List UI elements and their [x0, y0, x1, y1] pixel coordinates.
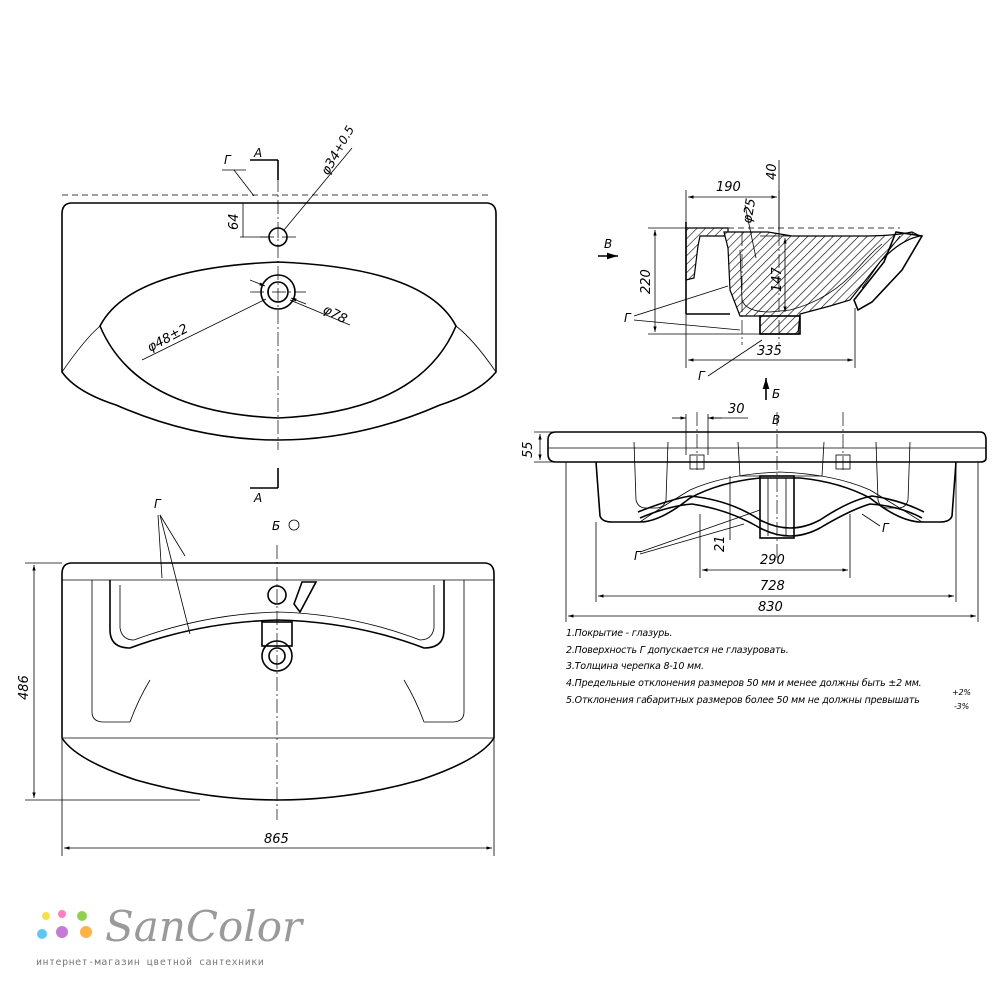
dim-d25: φ25: [740, 197, 759, 224]
view-v-label: В: [604, 237, 612, 251]
label-g-front-left: Г: [634, 549, 642, 563]
dim-21: 21: [713, 535, 728, 552]
dim-40: 40: [765, 163, 780, 180]
dim-830: 830: [758, 600, 783, 615]
dim-290: 290: [760, 553, 785, 568]
dim-147: 147: [770, 266, 785, 292]
note-4: 4.Предельные отклонения размеров 50 мм и…: [566, 678, 922, 689]
brand-tagline: интернет-магазин цветной сантехники: [36, 957, 265, 968]
view-v-front: В: [772, 413, 780, 427]
dim-55: 55: [521, 441, 536, 458]
dim-190: 190: [716, 180, 741, 195]
dim-d78: φ78: [320, 302, 349, 327]
dim-d34-tol: +0.5: [330, 123, 357, 155]
brand-logo-icon: [37, 910, 92, 939]
section-a-bottom: А: [253, 491, 262, 505]
front-view: 30 В 55 21 Г Г 290 728 830: [521, 402, 987, 622]
brand-name: SanColor: [105, 902, 303, 951]
dim-220: 220: [639, 269, 654, 294]
dim-d48: φ48±2: [145, 321, 191, 355]
note-5: 5.Отклонения габаритных размеров более 5…: [566, 695, 920, 706]
top-view: А А Г 64 φ34 +0.5 φ78 φ48±2: [61, 123, 497, 505]
dim-64: 64: [227, 213, 242, 230]
dim-30: 30: [728, 402, 745, 417]
view-b-arrow-label: Б: [772, 387, 780, 401]
dim-486: 486: [17, 675, 32, 700]
dim-865: 865: [264, 832, 289, 847]
label-g-side-bottom: Г: [698, 369, 706, 383]
note-1: 1.Покрытие - глазурь.: [566, 628, 673, 639]
bottom-view: Г 486 865: [17, 497, 495, 856]
side-section: 190 40 φ25 220 147 335 В Г Г Б: [598, 160, 924, 401]
tolerance-minus: -3%: [954, 702, 969, 711]
note-2: 2.Поверхность Г допускается не глазурова…: [566, 645, 789, 656]
dim-335: 335: [757, 344, 782, 359]
dim-728: 728: [760, 579, 785, 594]
label-g-top: Г: [224, 153, 232, 167]
section-a-top: А: [253, 146, 262, 160]
note-3: 3.Толщина черепка 8-10 мм.: [566, 661, 704, 672]
view-b-label: Б: [272, 519, 280, 533]
label-g-bottom: Г: [154, 497, 162, 511]
label-g-side: Г: [624, 311, 632, 325]
tolerance-plus: +2%: [952, 688, 971, 697]
label-g-front-right: Г: [882, 521, 890, 535]
